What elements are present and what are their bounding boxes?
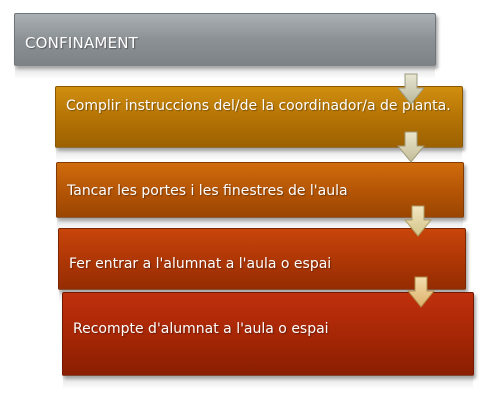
step-label-3: Tancar les portes i les finestres de l'a… <box>67 183 348 199</box>
step-label-5: Recompte d'alumnat a l'aula o espai <box>73 321 329 337</box>
step-label-2: Complir instruccions del/de la coordinad… <box>66 98 451 114</box>
step-box-3: Tancar les portes i les finestres de l'a… <box>56 162 464 231</box>
down-arrow-icon <box>404 205 432 237</box>
step-box-1: CONFINAMENT <box>14 13 436 79</box>
step-label-1: CONFINAMENT <box>25 34 139 52</box>
step-label-4: Fer entrar a l'alumnat a l'aula o espai <box>69 256 332 272</box>
step-box-5: Recompte d'alumnat a l'aula o espai <box>62 292 474 389</box>
step-box-2: Complir instruccions del/de la coordinad… <box>55 86 463 161</box>
step-box-4: Fer entrar a l'alumnat a l'aula o espai <box>58 228 466 303</box>
down-arrow-icon <box>397 131 425 163</box>
down-arrow-icon <box>397 73 425 105</box>
down-arrow-icon <box>407 276 435 308</box>
